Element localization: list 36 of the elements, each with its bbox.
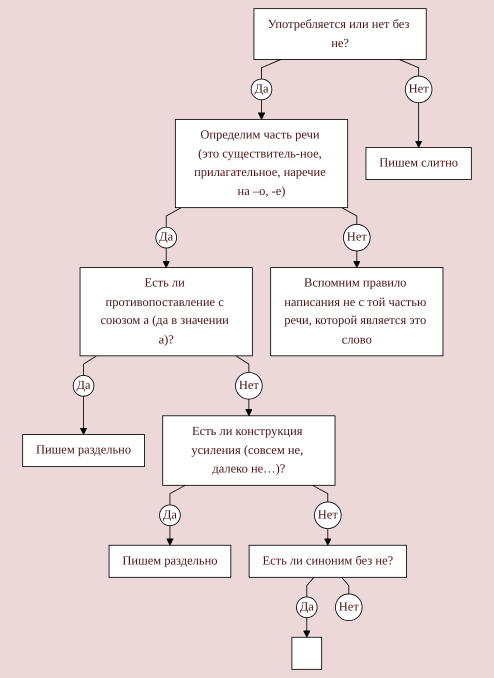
node-box: Определим часть речи (это существитель-ное, прилагательное, наречие на –о, -е) (174, 119, 348, 208)
connector (261, 59, 282, 80)
node-circle: Нет (404, 76, 432, 104)
node-box: Есть ли синоним без не? (248, 544, 407, 578)
node-circle: Да (250, 78, 272, 100)
node-circle: Нет (314, 502, 342, 530)
arrow (80, 396, 88, 435)
connector (398, 59, 420, 76)
node-box: Есть ли конструкция усиления (совсем не, далеко не…)? (162, 415, 336, 486)
node-box: Есть ли противопоставление с союзом а (да в значении а)? (80, 267, 253, 356)
node-box: Вспомним правило написания не с той частью речи, которой является это слово (270, 267, 444, 356)
arrow (303, 617, 310, 638)
connector (312, 484, 328, 502)
arrow (414, 102, 422, 148)
node-circle: Нет (235, 372, 263, 400)
arrow (162, 248, 170, 268)
node-box: Пишем раздельно (22, 434, 145, 467)
node-box (292, 636, 322, 670)
connector (235, 355, 250, 373)
node-circle: Нет (343, 224, 371, 252)
node-circle: Да (296, 596, 318, 618)
arrow (353, 250, 360, 268)
connector (341, 207, 358, 225)
node-circle: Нет (335, 594, 363, 622)
node-circle: Да (72, 375, 94, 397)
node-box: Употребляется или нет без не? (254, 8, 427, 60)
arrow (245, 398, 253, 416)
arrow (166, 525, 174, 546)
arrow (258, 99, 266, 120)
node-box: Пишем слитно (366, 147, 472, 180)
connector (341, 576, 350, 594)
arrow (324, 528, 332, 546)
node-circle: Да (155, 226, 177, 248)
node-circle: Да (159, 504, 181, 526)
connector (306, 576, 314, 598)
node-box: Пишем раздельно (108, 544, 232, 578)
